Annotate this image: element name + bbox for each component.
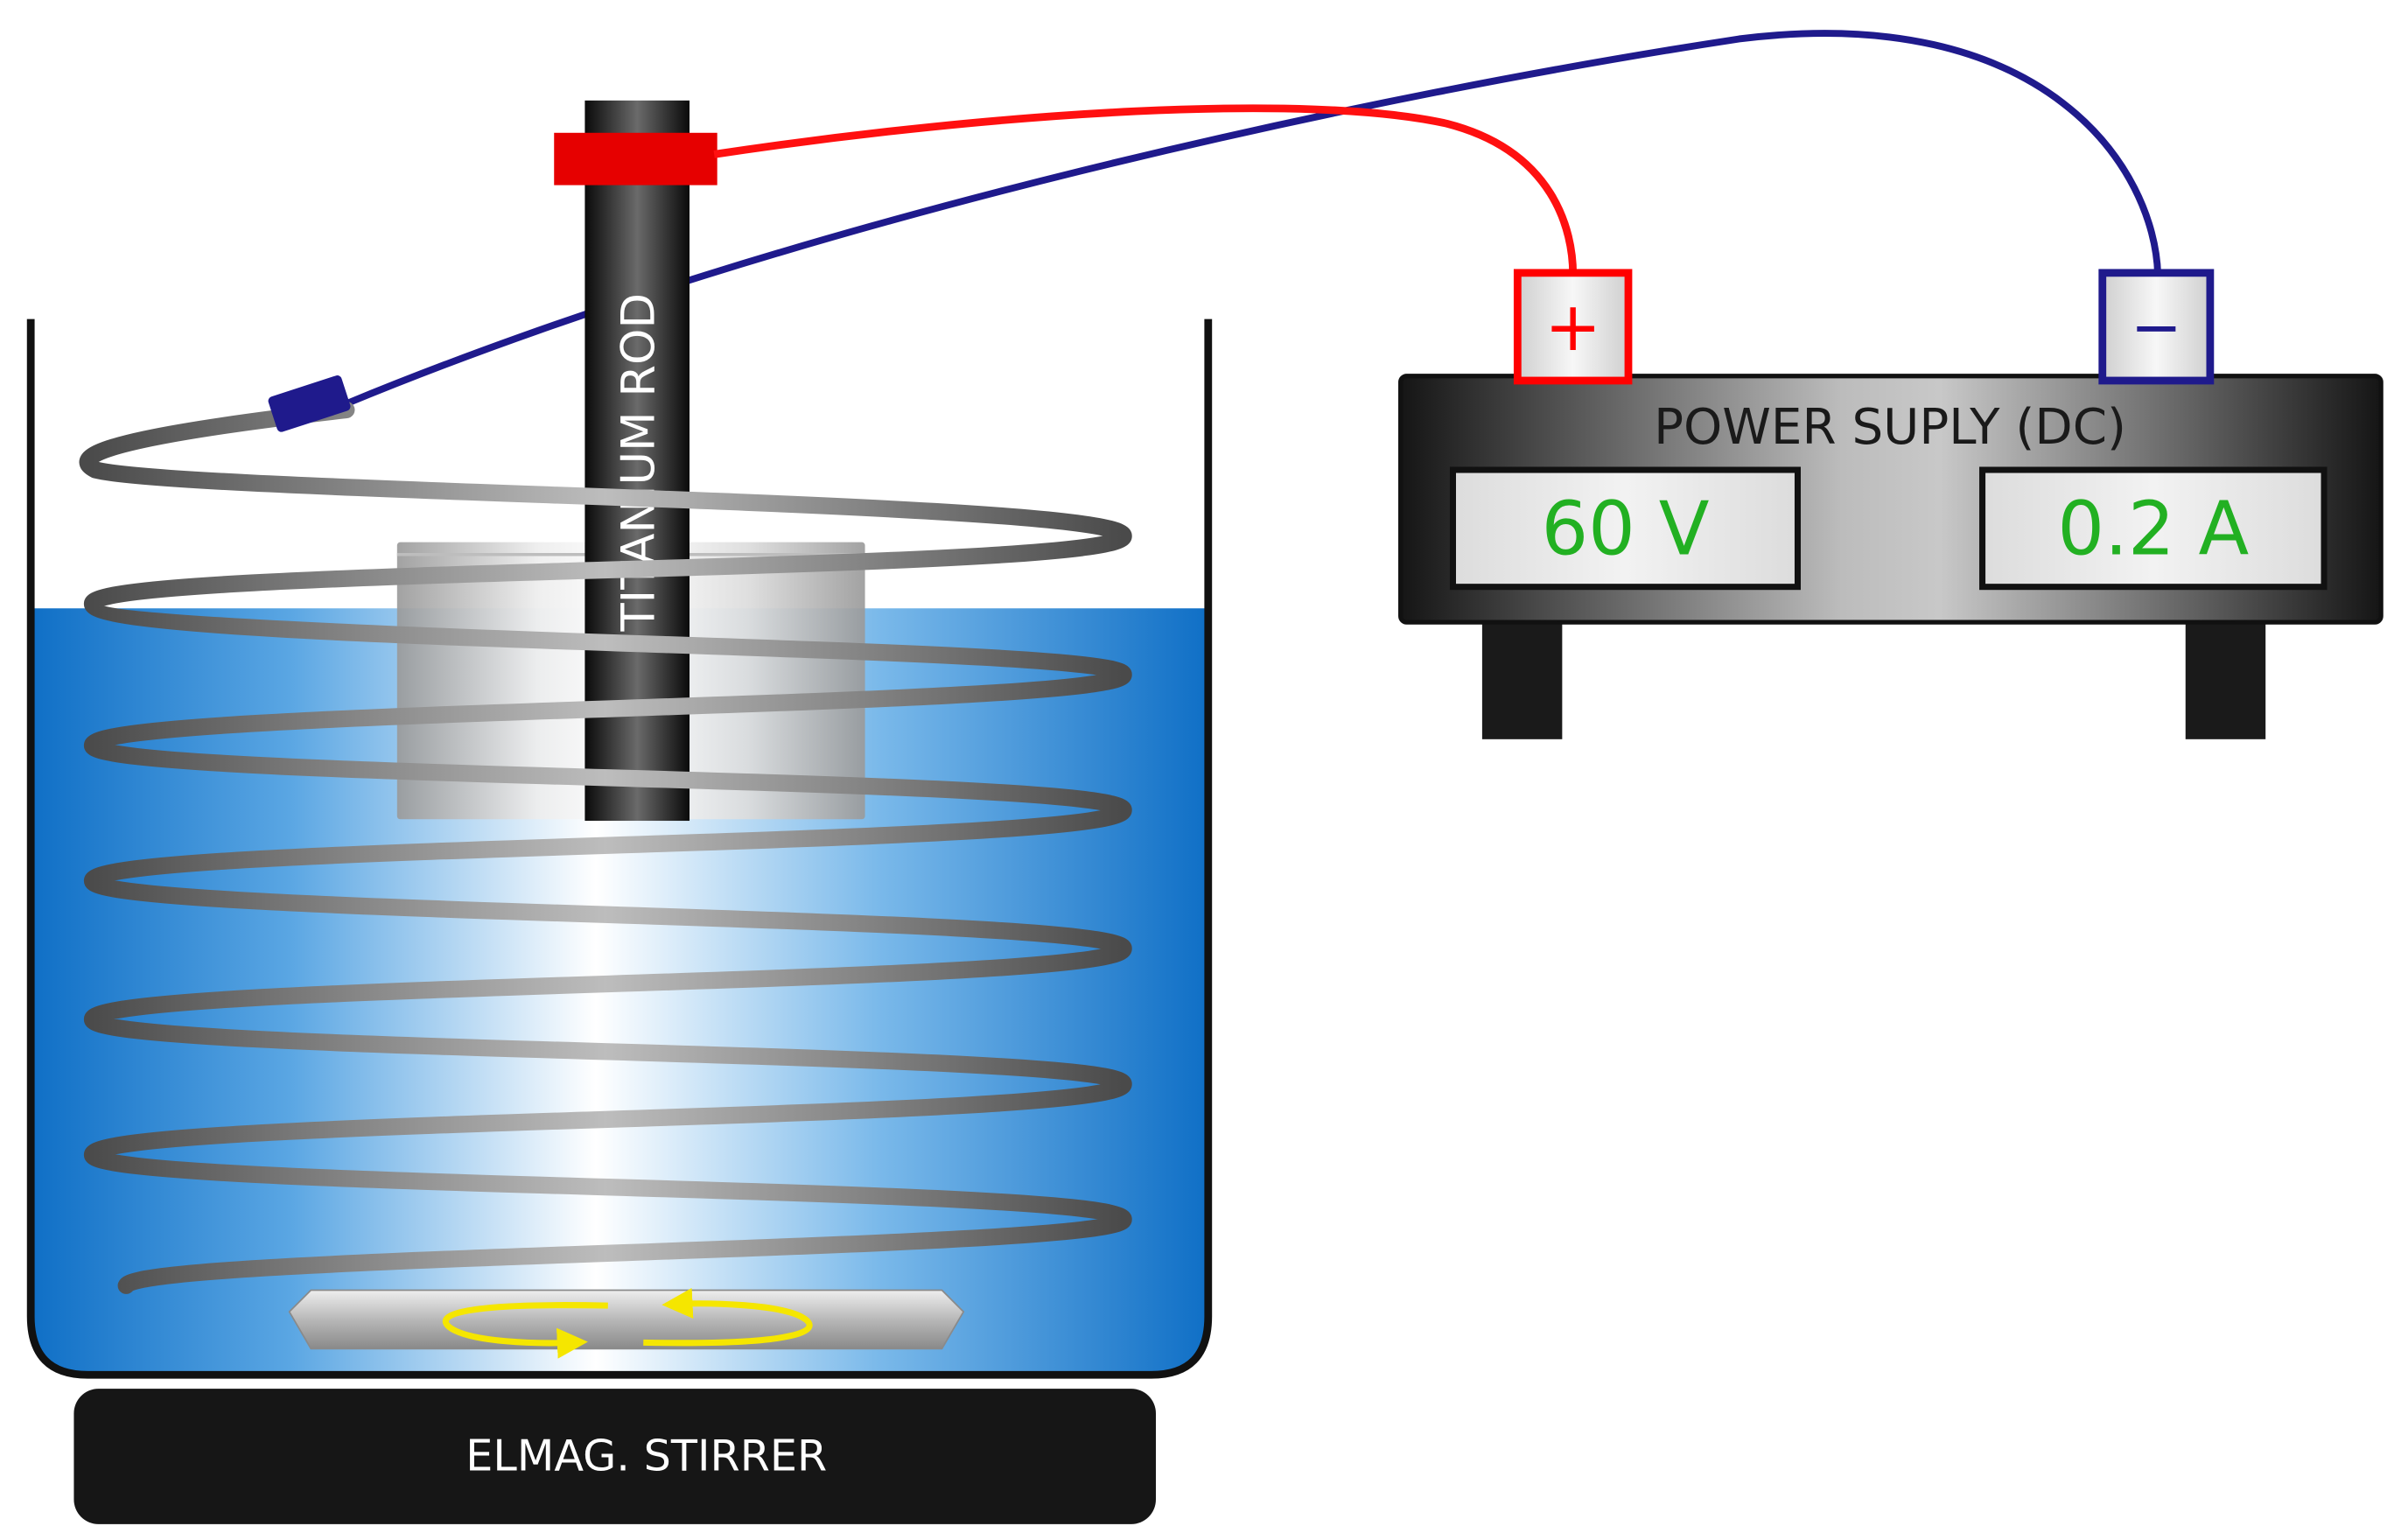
negative-terminal — [2098, 269, 2215, 385]
negative-terminal-symbol: − — [2131, 291, 2182, 363]
anode-clamp — [554, 132, 718, 186]
power-supply: POWER SUPLY (DC) 60 V 0.2 A + − — [1398, 269, 2384, 739]
power-supply-leg-left — [1481, 616, 1563, 739]
stirrer-label: ELMAG. STIRRER — [466, 1430, 827, 1480]
positive-terminal — [1513, 269, 1633, 385]
current-display — [1979, 466, 2328, 591]
current-value: 0.2 A — [2057, 486, 2249, 572]
beaker-walls — [26, 318, 1213, 1379]
stirrer-base — [74, 1389, 1156, 1524]
power-supply-title: POWER SUPLY (DC) — [1654, 399, 2126, 456]
rod-label: TITANIUM ROD — [612, 293, 666, 633]
stir-bar — [288, 1289, 965, 1350]
negative-wire — [345, 30, 2162, 408]
power-supply-leg-right — [2185, 616, 2266, 739]
positive-terminal-symbol: + — [1544, 288, 1601, 367]
voltage-value: 60 V — [1541, 486, 1709, 572]
voltage-display — [1449, 466, 1801, 591]
spiral-coil-icon — [79, 401, 1132, 1294]
rotation-arrows-icon — [442, 1287, 813, 1359]
cathode-connector — [268, 375, 351, 432]
positive-wire — [713, 104, 1578, 275]
